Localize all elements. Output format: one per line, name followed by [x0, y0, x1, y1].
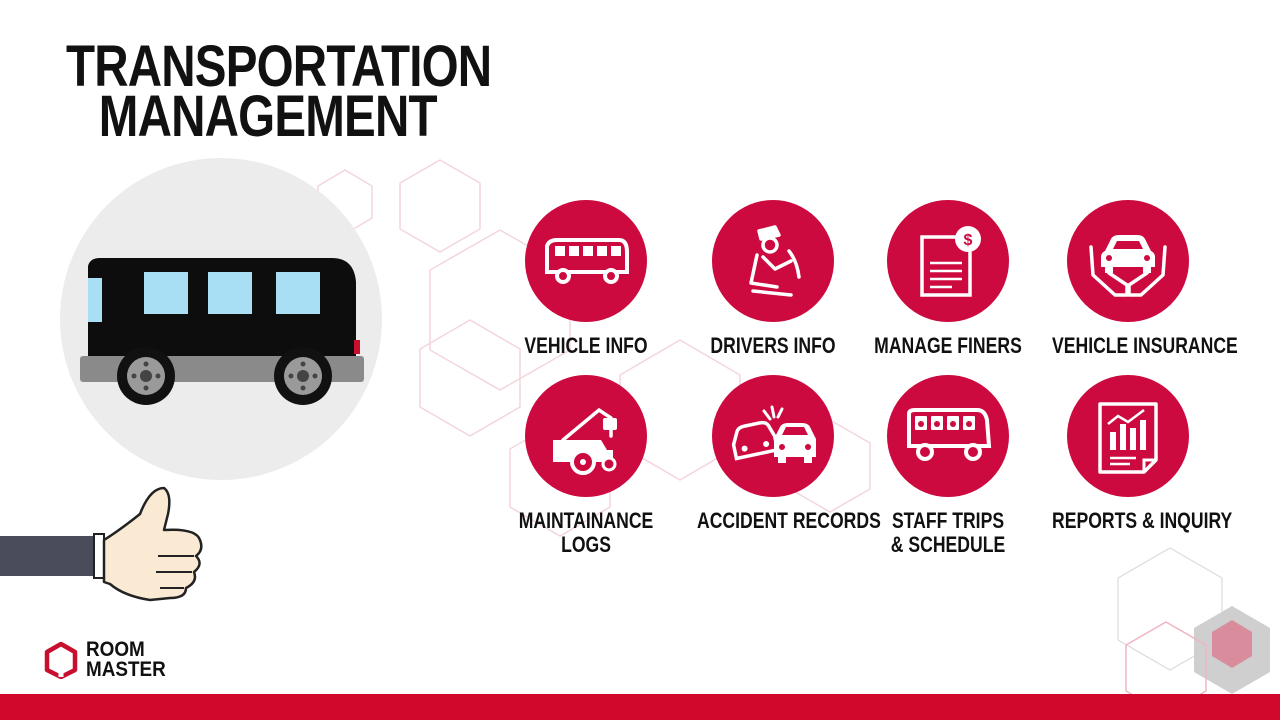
report-chart-icon — [1098, 402, 1158, 474]
feature-vehicle-info: VEHICLE INFO — [491, 200, 681, 358]
staff-bus-icon — [907, 408, 992, 461]
feature-label: DRIVERS INFO — [710, 333, 836, 358]
title-line-1: TRANSPORTATION — [66, 34, 492, 99]
feature-label-line-2: LOGS — [561, 532, 611, 557]
feature-label: ACCIDENT RECORDS — [697, 508, 881, 533]
feature-circle — [887, 375, 1009, 497]
room-master-logo: ROOM MASTER — [44, 638, 175, 681]
feature-drivers-info: DRIVERS INFO — [678, 200, 868, 358]
feature-reports-inquiry: REPORTS & INQUIRY — [1033, 375, 1233, 533]
page-title: TRANSPORTATION MANAGEMENT — [66, 34, 492, 149]
feature-circle — [712, 200, 834, 322]
feature-manage-finers: $ MANAGE FINERS — [853, 200, 1043, 358]
feature-vehicle-insurance: VEHICLE INSURANCE — [1033, 200, 1238, 358]
feature-label-line-1: MAINTAINANCE — [518, 508, 654, 533]
feature-label-line-1: STAFF TRIPS — [891, 508, 1005, 533]
feature-label: REPORTS & INQUIRY — [1052, 508, 1233, 533]
feature-label: MAINTAINANCE LOGS — [510, 509, 662, 557]
feature-circle — [525, 375, 647, 497]
thumbs-up-hand — [0, 486, 203, 602]
feature-label: VEHICLE INSURANCE — [1052, 333, 1238, 358]
tow-truck-icon — [553, 407, 617, 475]
house-logo-icon — [44, 641, 78, 679]
feature-maintainance-logs: MAINTAINANCE LOGS — [491, 375, 681, 557]
feature-circle: $ — [887, 200, 1009, 322]
bottom-accent-bar — [0, 694, 1280, 720]
title-line-2: MANAGEMENT — [98, 84, 438, 149]
car-crash-icon — [731, 405, 816, 463]
bus-icon — [545, 238, 629, 284]
hands-car-icon — [1089, 235, 1167, 297]
svg-text:$: $ — [964, 232, 973, 249]
feature-accident-records: ACCIDENT RECORDS — [678, 375, 881, 533]
feature-circle — [1067, 200, 1189, 322]
invoice-dollar-icon: $ — [920, 226, 981, 297]
feature-circle — [525, 200, 647, 322]
logo-line-1: ROOM — [86, 638, 145, 661]
feature-label: MANAGE FINERS — [874, 333, 1022, 358]
logo-line-2: MASTER — [86, 658, 166, 681]
bus-illustration — [80, 258, 364, 405]
driver-icon — [749, 225, 801, 297]
feature-label: VEHICLE INFO — [524, 333, 648, 358]
feature-label: STAFF TRIPS & SCHEDULE — [872, 509, 1024, 557]
feature-circle — [1067, 375, 1189, 497]
feature-label-line-2: & SCHEDULE — [890, 532, 1006, 557]
logo-text: ROOM MASTER — [86, 638, 166, 681]
feature-circle — [712, 375, 834, 497]
feature-staff-trips-schedule: STAFF TRIPS & SCHEDULE — [853, 375, 1043, 557]
